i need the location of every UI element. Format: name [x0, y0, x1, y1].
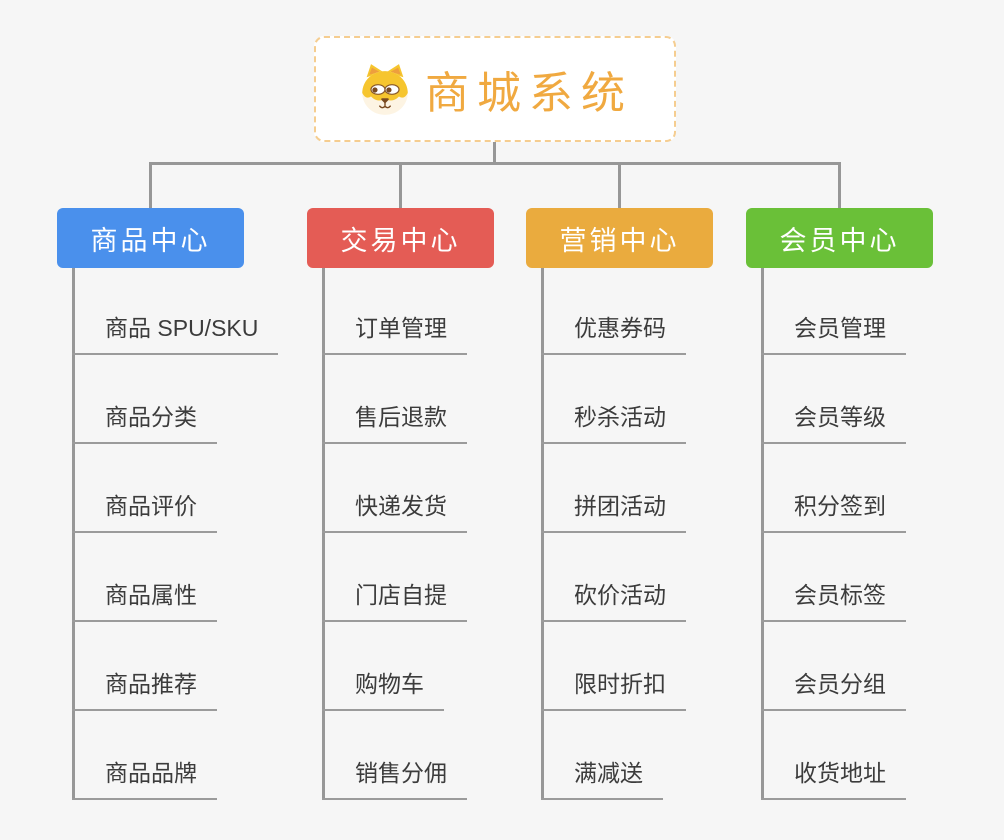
sub-item[interactable]: 会员等级: [761, 400, 906, 444]
connector-column-line: [72, 268, 75, 800]
sub-item[interactable]: 优惠券码: [541, 311, 686, 355]
sub-item[interactable]: 商品 SPU/SKU: [72, 311, 279, 355]
connector-column-line: [322, 268, 325, 800]
branch-header-member-center[interactable]: 会员中心: [746, 208, 933, 268]
sub-item[interactable]: 砍价活动: [541, 578, 686, 622]
sub-item[interactable]: 会员管理: [761, 311, 906, 355]
connector-drop: [399, 165, 402, 209]
sub-item[interactable]: 购物车: [322, 667, 444, 711]
sub-item[interactable]: 门店自提: [322, 578, 467, 622]
connector-drop: [149, 165, 152, 209]
branch-column-trade-center: 交易中心 订单管理售后退款快递发货门店自提购物车销售分佣: [307, 0, 567, 840]
sub-item[interactable]: 限时折扣: [541, 667, 686, 711]
sub-item[interactable]: 商品属性: [72, 578, 217, 622]
branch-label: 交易中心: [340, 225, 461, 256]
sub-item[interactable]: 销售分佣: [322, 756, 467, 800]
connector-column-line: [761, 268, 764, 800]
connector-drop: [838, 165, 841, 209]
branch-header-trade-center[interactable]: 交易中心: [307, 208, 494, 268]
branch-header-product-center[interactable]: 商品中心: [57, 208, 244, 268]
branch-column-marketing-center: 营销中心 优惠券码秒杀活动拼团活动砍价活动限时折扣满减送: [526, 0, 786, 840]
sub-item[interactable]: 商品评价: [72, 489, 217, 533]
sub-item[interactable]: 秒杀活动: [541, 400, 686, 444]
sub-item[interactable]: 商品分类: [72, 400, 217, 444]
sub-item[interactable]: 售后退款: [322, 400, 467, 444]
sub-item[interactable]: 拼团活动: [541, 489, 686, 533]
sub-item[interactable]: 商品推荐: [72, 667, 217, 711]
branch-label: 会员中心: [779, 225, 900, 256]
branch-header-marketing-center[interactable]: 营销中心: [526, 208, 713, 268]
dog-face-icon: [362, 63, 408, 115]
connector-bus: [149, 162, 841, 165]
sub-item[interactable]: 订单管理: [322, 311, 467, 355]
branch-column-product-center: 商品中心 商品 SPU/SKU 商品分类商品评价商品属性商品推荐商品品牌: [57, 0, 317, 840]
sub-item[interactable]: 会员分组: [761, 667, 906, 711]
sub-item[interactable]: 收货地址: [761, 756, 906, 800]
branch-label: 营销中心: [559, 225, 680, 256]
sub-item[interactable]: 快递发货: [322, 489, 467, 533]
root-label: 商城系统: [425, 69, 633, 118]
sub-item[interactable]: 满减送: [541, 756, 663, 800]
connector-root-stub: [493, 141, 496, 163]
sub-item[interactable]: 会员标签: [761, 578, 906, 622]
root-node[interactable]: 商城系统: [314, 36, 676, 142]
branch-label: 商品中心: [90, 225, 211, 256]
sub-item[interactable]: 积分签到: [761, 489, 906, 533]
branch-column-member-center: 会员中心 会员管理会员等级积分签到会员标签会员分组收货地址: [746, 0, 1004, 840]
sub-item[interactable]: 商品品牌: [72, 756, 217, 800]
connector-column-line: [541, 268, 544, 800]
connector-drop: [618, 165, 621, 209]
